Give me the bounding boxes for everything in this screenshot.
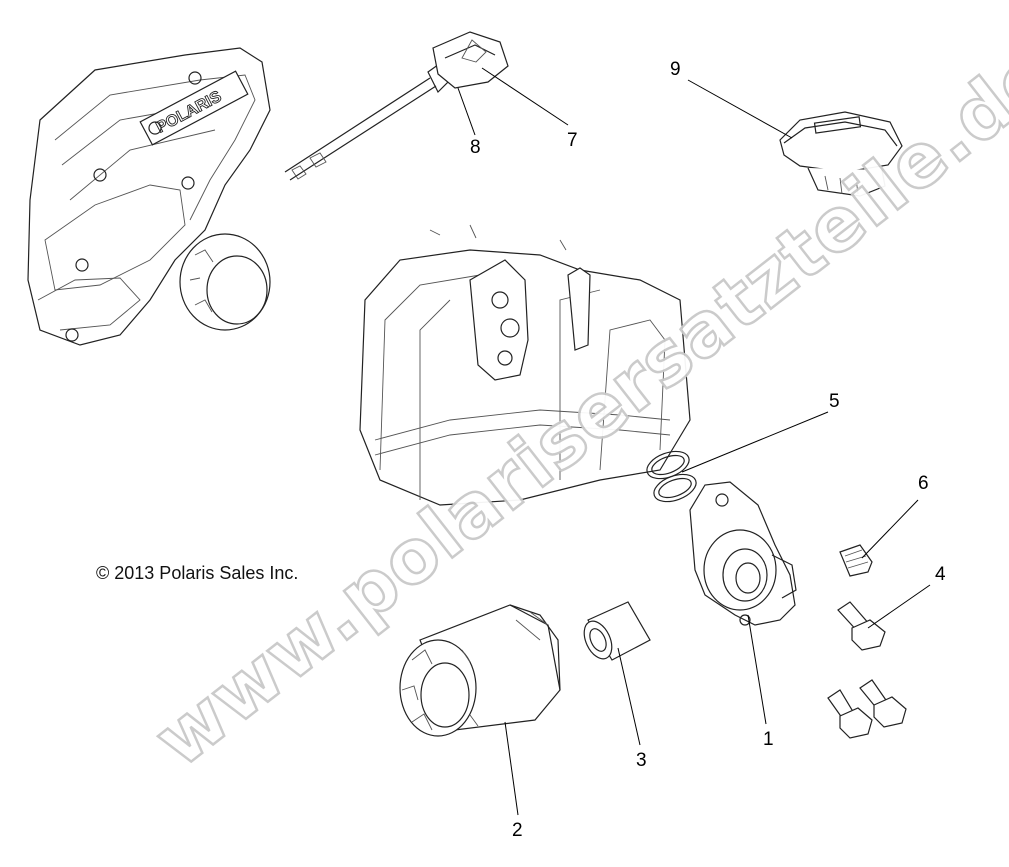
filter-adapter-part [689, 481, 797, 626]
callout-4: 4 [935, 564, 946, 585]
o-ring-part [646, 450, 697, 503]
crankcase-context [359, 224, 691, 506]
callout-1: 1 [763, 729, 774, 750]
plug-part [839, 544, 873, 577]
engine-head-assembly: POLARIS [27, 47, 271, 346]
callout-labels: 1 2 3 4 5 6 7 8 9 [470, 59, 946, 841]
oil-filter-part [399, 604, 561, 737]
sleeve-part [583, 601, 651, 661]
leader-lines [457, 67, 931, 816]
copyright-text: © 2013 Polaris Sales Inc. [96, 563, 299, 583]
callout-2: 2 [512, 820, 523, 841]
callout-7: 7 [567, 130, 578, 151]
callout-6: 6 [918, 473, 929, 494]
callout-9: 9 [670, 59, 681, 80]
bolt-part [827, 601, 907, 739]
callout-3: 3 [636, 750, 647, 771]
callout-8: 8 [470, 137, 481, 158]
dipstick-cap-part [432, 31, 509, 89]
dipstick-part [284, 61, 453, 181]
callout-5: 5 [829, 391, 840, 412]
oil-filler-cap-part [779, 111, 903, 197]
